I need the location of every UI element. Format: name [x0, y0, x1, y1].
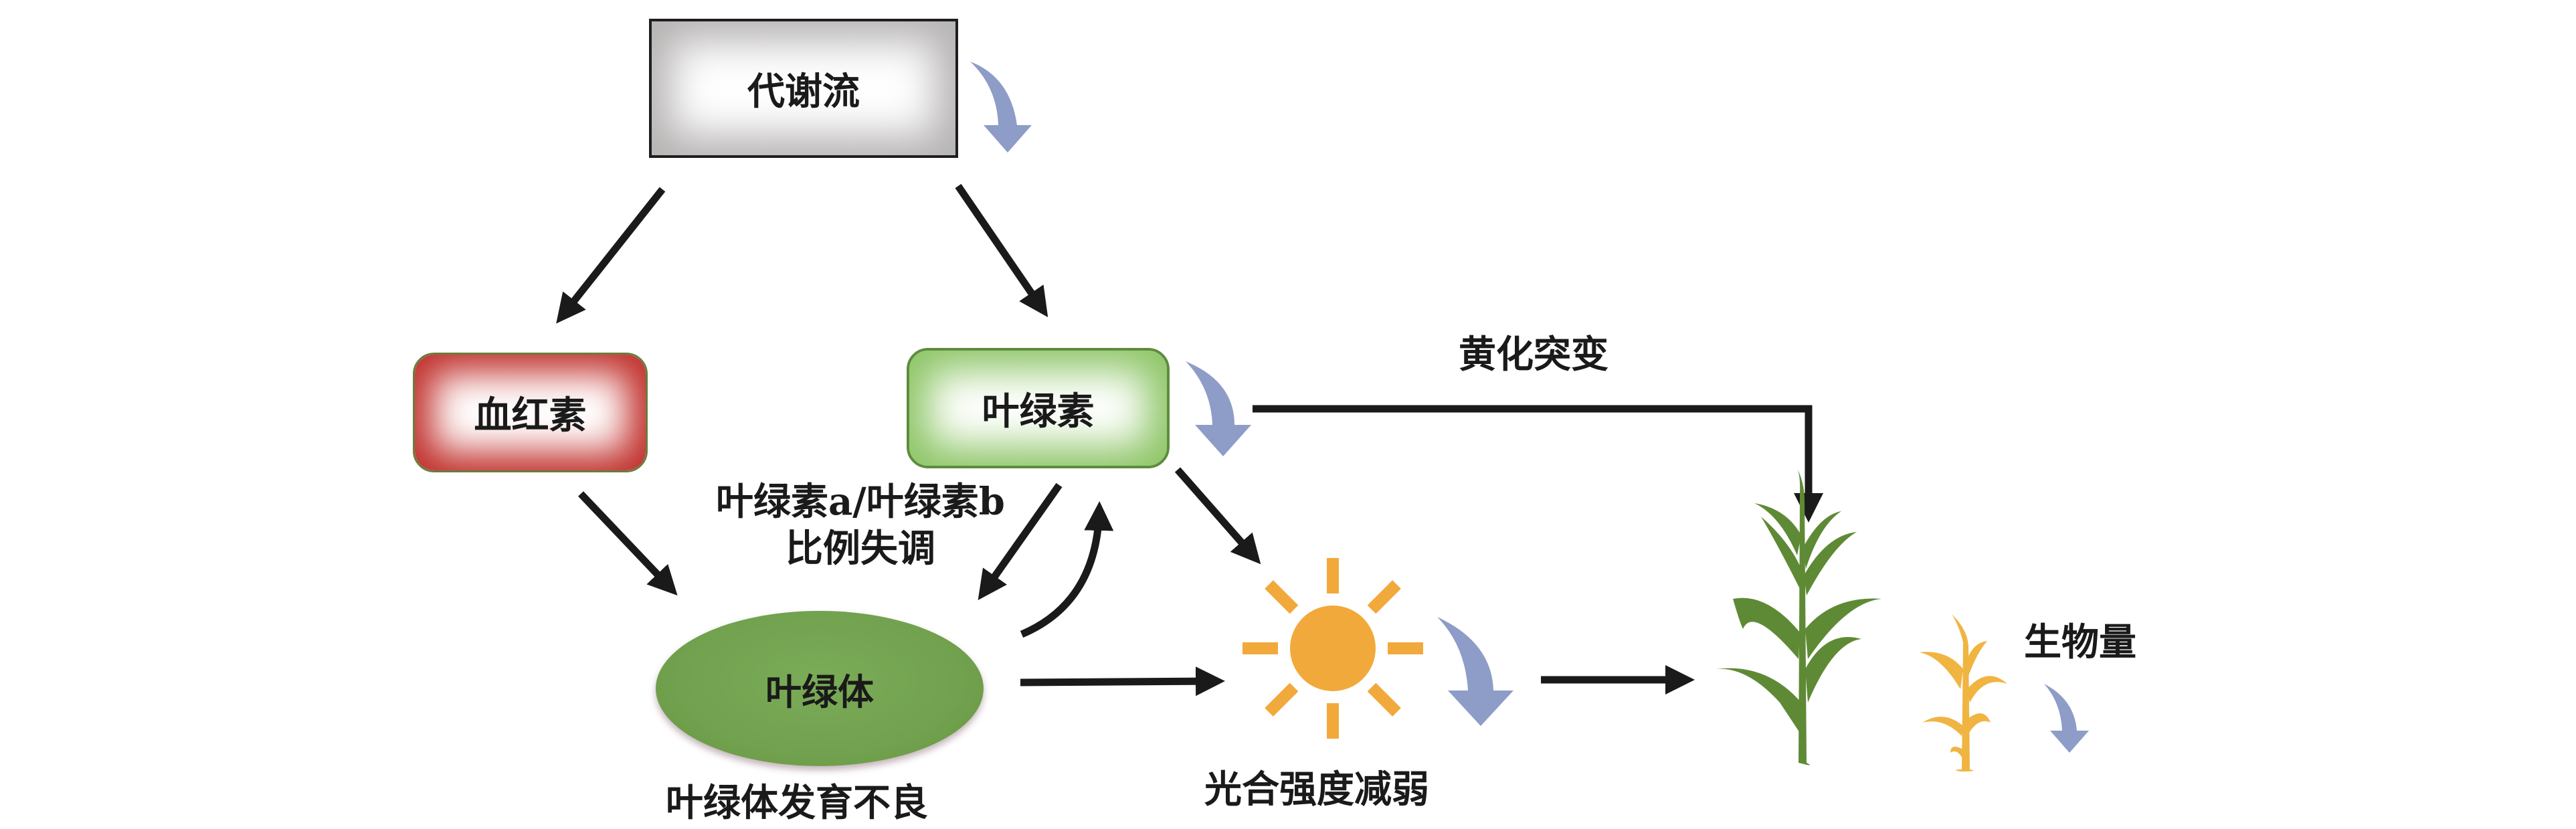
arrow-chlorophyll-to-chloroplast: [978, 482, 1063, 600]
chlorophyll-ratio-line2: 比例失调: [785, 527, 935, 571]
arrow-chloroplast-to-chlorophyll-curved: [1020, 501, 1114, 638]
node-heme: 血红素: [413, 353, 648, 472]
arrow-chlorophyll-to-sun: [1174, 467, 1261, 565]
sun-ray: [1243, 642, 1278, 654]
sun-ray: [1265, 580, 1299, 614]
decrease-arrow-photosynthesis-icon: [1437, 617, 1513, 726]
chloroplast-poor-development-label: 叶绿体发育不良: [666, 781, 928, 825]
arrow-heme-to-chloroplast: [578, 491, 678, 595]
node-chlorophyll-label: 叶绿素: [982, 389, 1095, 434]
biomass-label: 生物量: [2024, 620, 2136, 664]
photosynthesis-weakened-label: 光合强度减弱: [1204, 767, 1429, 812]
sun-ray: [1327, 558, 1339, 593]
node-metabolic-flux: 代谢流: [649, 19, 958, 158]
chlorophyll-ratio-label: 叶绿素a/叶绿素b 比例失调: [716, 478, 1005, 572]
arrow-etiolation-mutation: [1253, 405, 1823, 523]
arrow-metabolic-to-heme: [556, 187, 666, 324]
yellow-plant-icon: [1919, 614, 2007, 771]
sun-ray: [1367, 580, 1401, 614]
sun-icon: [1243, 558, 1423, 739]
decrease-arrow-chlorophyll-icon: [1186, 361, 1251, 456]
node-chloroplast: 叶绿体: [656, 611, 984, 766]
node-metabolic-flux-label: 代谢流: [747, 69, 860, 114]
green-plant-icon: [1715, 468, 1881, 765]
arrow-chloroplast-to-sun: [1020, 666, 1225, 697]
arrow-metabolic-to-chlorophyll: [955, 183, 1048, 318]
chlorophyll-ratio-line1: 叶绿素a/叶绿素b: [716, 480, 1005, 524]
decrease-arrow-metabolic-icon: [970, 62, 1032, 153]
sun-ray: [1388, 642, 1423, 654]
sun-ray: [1367, 682, 1401, 717]
node-heme-label: 血红素: [474, 393, 587, 438]
node-chlorophyll: 叶绿素: [907, 348, 1170, 468]
sun-ray: [1265, 682, 1299, 717]
sun-ray: [1327, 703, 1339, 739]
etiolation-mutation-label: 黄化突变: [1459, 333, 1608, 377]
decrease-arrow-biomass-icon: [2044, 684, 2089, 753]
node-chloroplast-label: 叶绿体: [765, 670, 874, 713]
